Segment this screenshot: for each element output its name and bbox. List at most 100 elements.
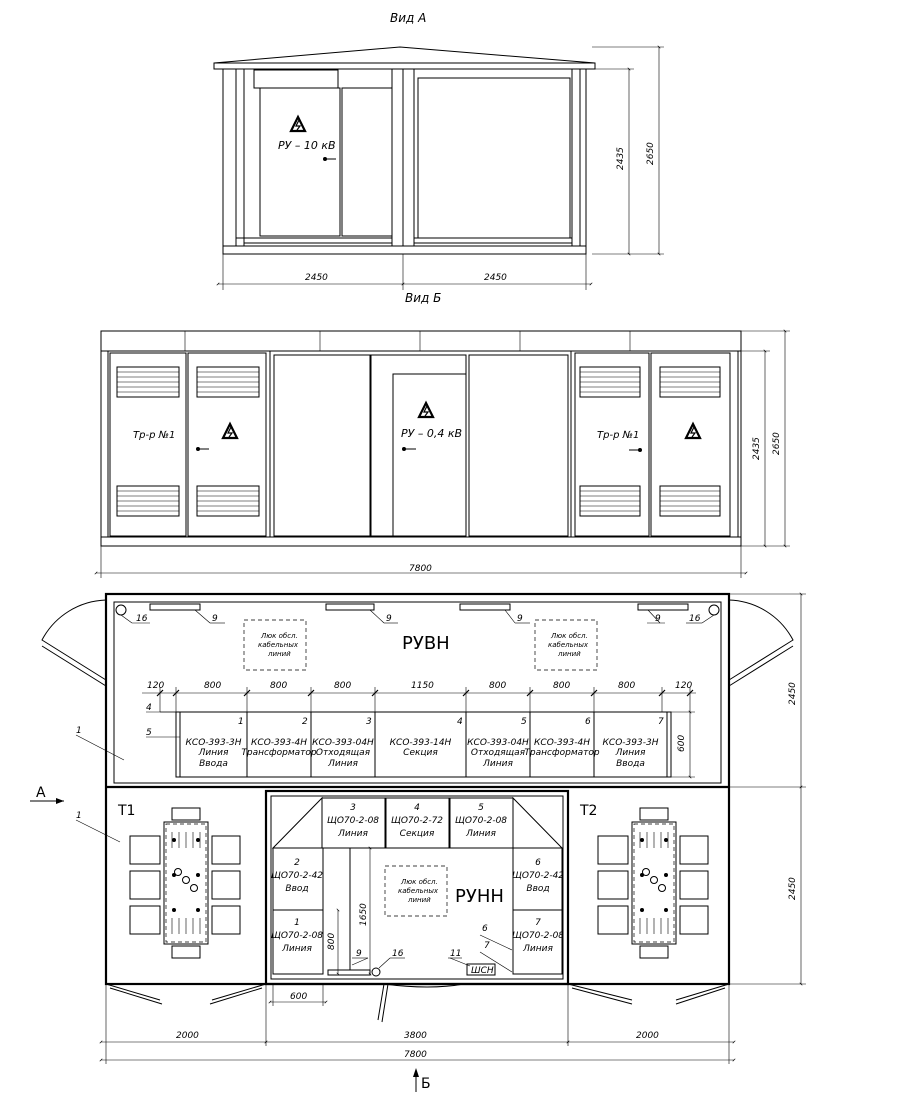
ksa-cell-type: КСО-393-14Н bbox=[390, 738, 452, 748]
svg-text:1: 1 bbox=[76, 726, 82, 736]
runn-cell-number: 3 bbox=[350, 803, 356, 813]
dim-a-h1: 2435 bbox=[616, 147, 626, 170]
ru04-label: РУ – 0,4 кВ bbox=[401, 427, 462, 440]
ksa-cell-number: 7 bbox=[658, 717, 664, 727]
svg-text:7: 7 bbox=[484, 941, 490, 951]
ksa-cell-purpose: Линия bbox=[198, 748, 229, 758]
svg-text:9: 9 bbox=[655, 614, 661, 624]
svg-text:А: А bbox=[36, 785, 46, 801]
svg-text:1: 1 bbox=[76, 811, 82, 821]
plan-bottom-dimensions: 2000 3800 2000 7800 bbox=[99, 984, 736, 1064]
runn-cell-number: 7 bbox=[535, 918, 541, 928]
ksa-cell-purpose-2: Ввода bbox=[199, 759, 228, 769]
ksa-cell-number: 2 bbox=[302, 717, 308, 727]
runn-cabinets bbox=[271, 796, 564, 975]
svg-text:2000: 2000 bbox=[176, 1031, 199, 1041]
svg-text:4: 4 bbox=[146, 703, 152, 713]
runn-cell-type: ЩО70-2-08 bbox=[455, 816, 507, 826]
svg-text:9: 9 bbox=[356, 949, 362, 959]
dim-a-w2: 2450 bbox=[484, 273, 507, 283]
ksa-dim-label: 120 bbox=[675, 681, 692, 691]
dim-a-h2: 2650 bbox=[646, 142, 656, 165]
ksa-cell-number: 6 bbox=[585, 717, 591, 727]
ksa-cell-type: КСО-393-3Н bbox=[603, 738, 659, 748]
runn-cell-purpose: Ввод bbox=[526, 884, 549, 894]
louver-vents bbox=[116, 366, 721, 517]
view-b: Вид Б Тр-р №1 Тр-р №1 РУ – 0,4 кВ bbox=[94, 291, 790, 578]
ru10-label: РУ – 10 кВ bbox=[278, 139, 336, 152]
runn-cell-type: ЩО70-2-42 bbox=[271, 871, 323, 881]
transformer-t2 bbox=[597, 807, 709, 959]
ksa-dim-label: 120 bbox=[147, 681, 164, 691]
runn-cell-purpose: Линия bbox=[522, 944, 553, 954]
view-a-title: Вид А bbox=[390, 11, 426, 25]
ksa-cell-purpose-2: Ввода bbox=[616, 759, 645, 769]
runn-cell-number: 1 bbox=[294, 918, 300, 928]
ksa-dim-label: 800 bbox=[334, 681, 351, 691]
ksa-dim-label: 800 bbox=[618, 681, 635, 691]
warning-triangle-icon bbox=[417, 400, 435, 419]
ksa-cell-number: 4 bbox=[457, 717, 463, 727]
svg-text:кабельных: кабельных bbox=[548, 641, 589, 649]
dim-b-w: 7800 bbox=[409, 564, 432, 574]
svg-text:6: 6 bbox=[482, 924, 488, 934]
ksa-cells: 1КСО-393-3НЛинияВвода2КСО-393-4НТрансфор… bbox=[186, 712, 664, 777]
floor-plan: РУВН РУНН Т1 Т2 9 9 9 9 16 16 bbox=[30, 592, 806, 1092]
warning-triangle-icon bbox=[684, 421, 702, 440]
svg-text:16: 16 bbox=[392, 949, 404, 959]
lighting-fixtures bbox=[115, 603, 720, 616]
ksa-dim-label: 800 bbox=[270, 681, 287, 691]
runn-dimensions: 800 1650 600 bbox=[268, 846, 372, 1006]
ksa-cell-purpose: Трансформатор bbox=[241, 748, 317, 758]
svg-text:11: 11 bbox=[450, 949, 461, 959]
view-arrow-b: Б bbox=[413, 1068, 431, 1092]
ksa-cell-number: 1 bbox=[238, 717, 244, 727]
svg-text:9: 9 bbox=[517, 614, 523, 624]
door-handle-icon bbox=[196, 447, 642, 452]
tr1-label: Тр-р №1 bbox=[133, 430, 175, 441]
runn-cell-labels: 3ЩО70-2-08Линия4ЩО70-2-72Секция5ЩО70-2-0… bbox=[271, 803, 564, 954]
callouts-top: 9 9 9 9 16 16 bbox=[120, 609, 715, 624]
runn-cell-number: 5 bbox=[478, 803, 484, 813]
svg-text:5: 5 bbox=[146, 728, 152, 738]
runn-cell-number: 2 bbox=[294, 858, 300, 868]
runn-title: РУНН bbox=[455, 886, 504, 907]
ksa-cell-type: КСО-393-04Н bbox=[467, 738, 529, 748]
svg-text:линий: линий bbox=[557, 650, 581, 658]
dim-b-h1: 2435 bbox=[752, 437, 762, 460]
plan-side-dimensions: 2450 2450 bbox=[729, 592, 806, 986]
shn-label: ШСН bbox=[471, 966, 494, 976]
ksa-cell-number: 3 bbox=[366, 717, 372, 727]
runn-cell-type: ЩО70-2-08 bbox=[327, 816, 379, 826]
view-arrow-a: А bbox=[30, 785, 64, 804]
ksa-cell-purpose: Секция bbox=[403, 748, 438, 758]
ksa-cell-purpose: Отходящая bbox=[316, 748, 371, 758]
dim-a-w1: 2450 bbox=[305, 273, 328, 283]
view-b-dimensions: 7800 2435 2650 bbox=[94, 329, 790, 578]
view-a: Вид А РУ – 10 кВ bbox=[213, 11, 664, 290]
tr2-label: Тр-р №1 bbox=[597, 430, 639, 441]
ksa-cell-purpose: Линия bbox=[615, 748, 646, 758]
svg-text:кабельных: кабельных bbox=[398, 887, 439, 895]
view-b-title: Вид Б bbox=[405, 291, 441, 305]
runn-cell-number: 6 bbox=[535, 858, 541, 868]
warning-triangle-icon bbox=[221, 421, 239, 440]
svg-text:16: 16 bbox=[689, 614, 701, 624]
runn-cell-type: ЩО70-2-08 bbox=[512, 931, 564, 941]
ruvn-title: РУВН bbox=[402, 633, 450, 654]
ksa-cell-purpose: Отходящая bbox=[471, 748, 526, 758]
ksa-dim-label: 800 bbox=[553, 681, 570, 691]
runn-cell-purpose: Линия bbox=[281, 944, 312, 954]
svg-text:кабельных: кабельных bbox=[258, 641, 299, 649]
svg-text:1650: 1650 bbox=[359, 903, 369, 926]
t1-label: Т1 bbox=[117, 803, 135, 819]
runn-cell-purpose: Ввод bbox=[285, 884, 308, 894]
dim-panel-depth: 600 bbox=[677, 735, 687, 752]
runn-cell-number: 4 bbox=[414, 803, 420, 813]
svg-text:16: 16 bbox=[136, 614, 148, 624]
runn-cell-purpose: Линия bbox=[337, 829, 368, 839]
svg-text:800: 800 bbox=[327, 933, 337, 950]
ksa-cell-type: КСО-393-4Н bbox=[251, 738, 307, 748]
ksa-cell-type: КСО-393-04Н bbox=[312, 738, 374, 748]
